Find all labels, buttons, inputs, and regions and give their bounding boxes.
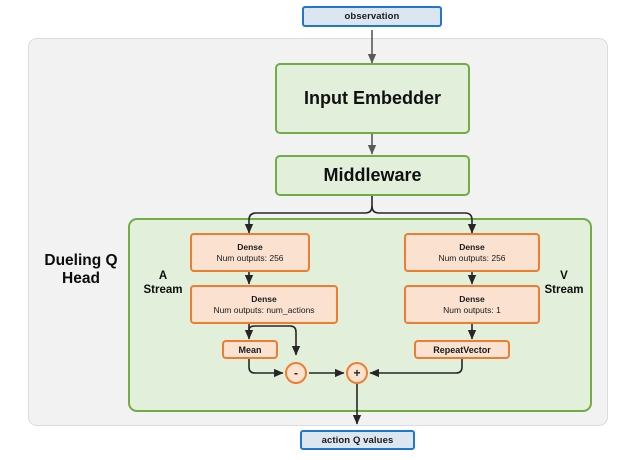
middleware-label: Middleware bbox=[323, 165, 422, 185]
action-q-values-node[interactable]: action Q values bbox=[300, 430, 415, 450]
a-stream-dense-256-title: Dense bbox=[237, 241, 263, 252]
subtract-operator-symbol: - bbox=[294, 366, 298, 380]
add-operator-symbol: + bbox=[353, 366, 361, 380]
v-stream-dense-1-title: Dense bbox=[459, 293, 485, 304]
v-stream-label-line2: Stream bbox=[544, 283, 584, 296]
a-stream-label: A Stream bbox=[137, 270, 189, 297]
v-stream-dense-1-node[interactable]: Dense Num outputs: 1 bbox=[404, 285, 540, 324]
a-stream-label-line2: Stream bbox=[143, 283, 183, 296]
middleware-node[interactable]: Middleware bbox=[275, 155, 470, 196]
dueling-q-head-label: Dueling Q Head bbox=[34, 252, 128, 289]
v-stream-dense-256-sub: Num outputs: 256 bbox=[438, 252, 506, 263]
v-stream-label: V Stream bbox=[538, 270, 590, 297]
add-operator-node[interactable]: + bbox=[346, 362, 368, 384]
dueling-q-head-label-line2: Head bbox=[62, 270, 100, 288]
v-stream-dense-1-sub: Num outputs: 1 bbox=[443, 304, 501, 315]
repeatvector-label: RepeatVector bbox=[433, 344, 491, 355]
mean-label: Mean bbox=[238, 344, 262, 355]
input-embedder-node[interactable]: Input Embedder bbox=[275, 63, 470, 134]
v-stream-dense-256-node[interactable]: Dense Num outputs: 256 bbox=[404, 233, 540, 272]
subtract-operator-node[interactable]: - bbox=[285, 362, 307, 384]
v-stream-label-line1: V bbox=[560, 270, 568, 282]
a-stream-dense-num-actions-sub: Num outputs: num_actions bbox=[213, 304, 315, 315]
mean-node[interactable]: Mean bbox=[222, 340, 278, 359]
a-stream-dense-256-sub: Num outputs: 256 bbox=[216, 252, 284, 263]
dueling-q-head-label-line1: Dueling Q bbox=[44, 252, 118, 269]
input-embedder-label: Input Embedder bbox=[303, 88, 441, 108]
observation-node[interactable]: observation bbox=[302, 6, 442, 27]
a-stream-dense-num-actions-title: Dense bbox=[251, 293, 277, 304]
a-stream-label-line1: A bbox=[158, 270, 168, 282]
v-stream-dense-256-title: Dense bbox=[459, 241, 485, 252]
a-stream-dense-256-node[interactable]: Dense Num outputs: 256 bbox=[190, 233, 310, 272]
action-q-values-label: action Q values bbox=[321, 434, 394, 446]
observation-label: observation bbox=[344, 11, 400, 22]
repeatvector-node[interactable]: RepeatVector bbox=[414, 340, 510, 359]
a-stream-dense-num-actions-node[interactable]: Dense Num outputs: num_actions bbox=[190, 285, 338, 324]
